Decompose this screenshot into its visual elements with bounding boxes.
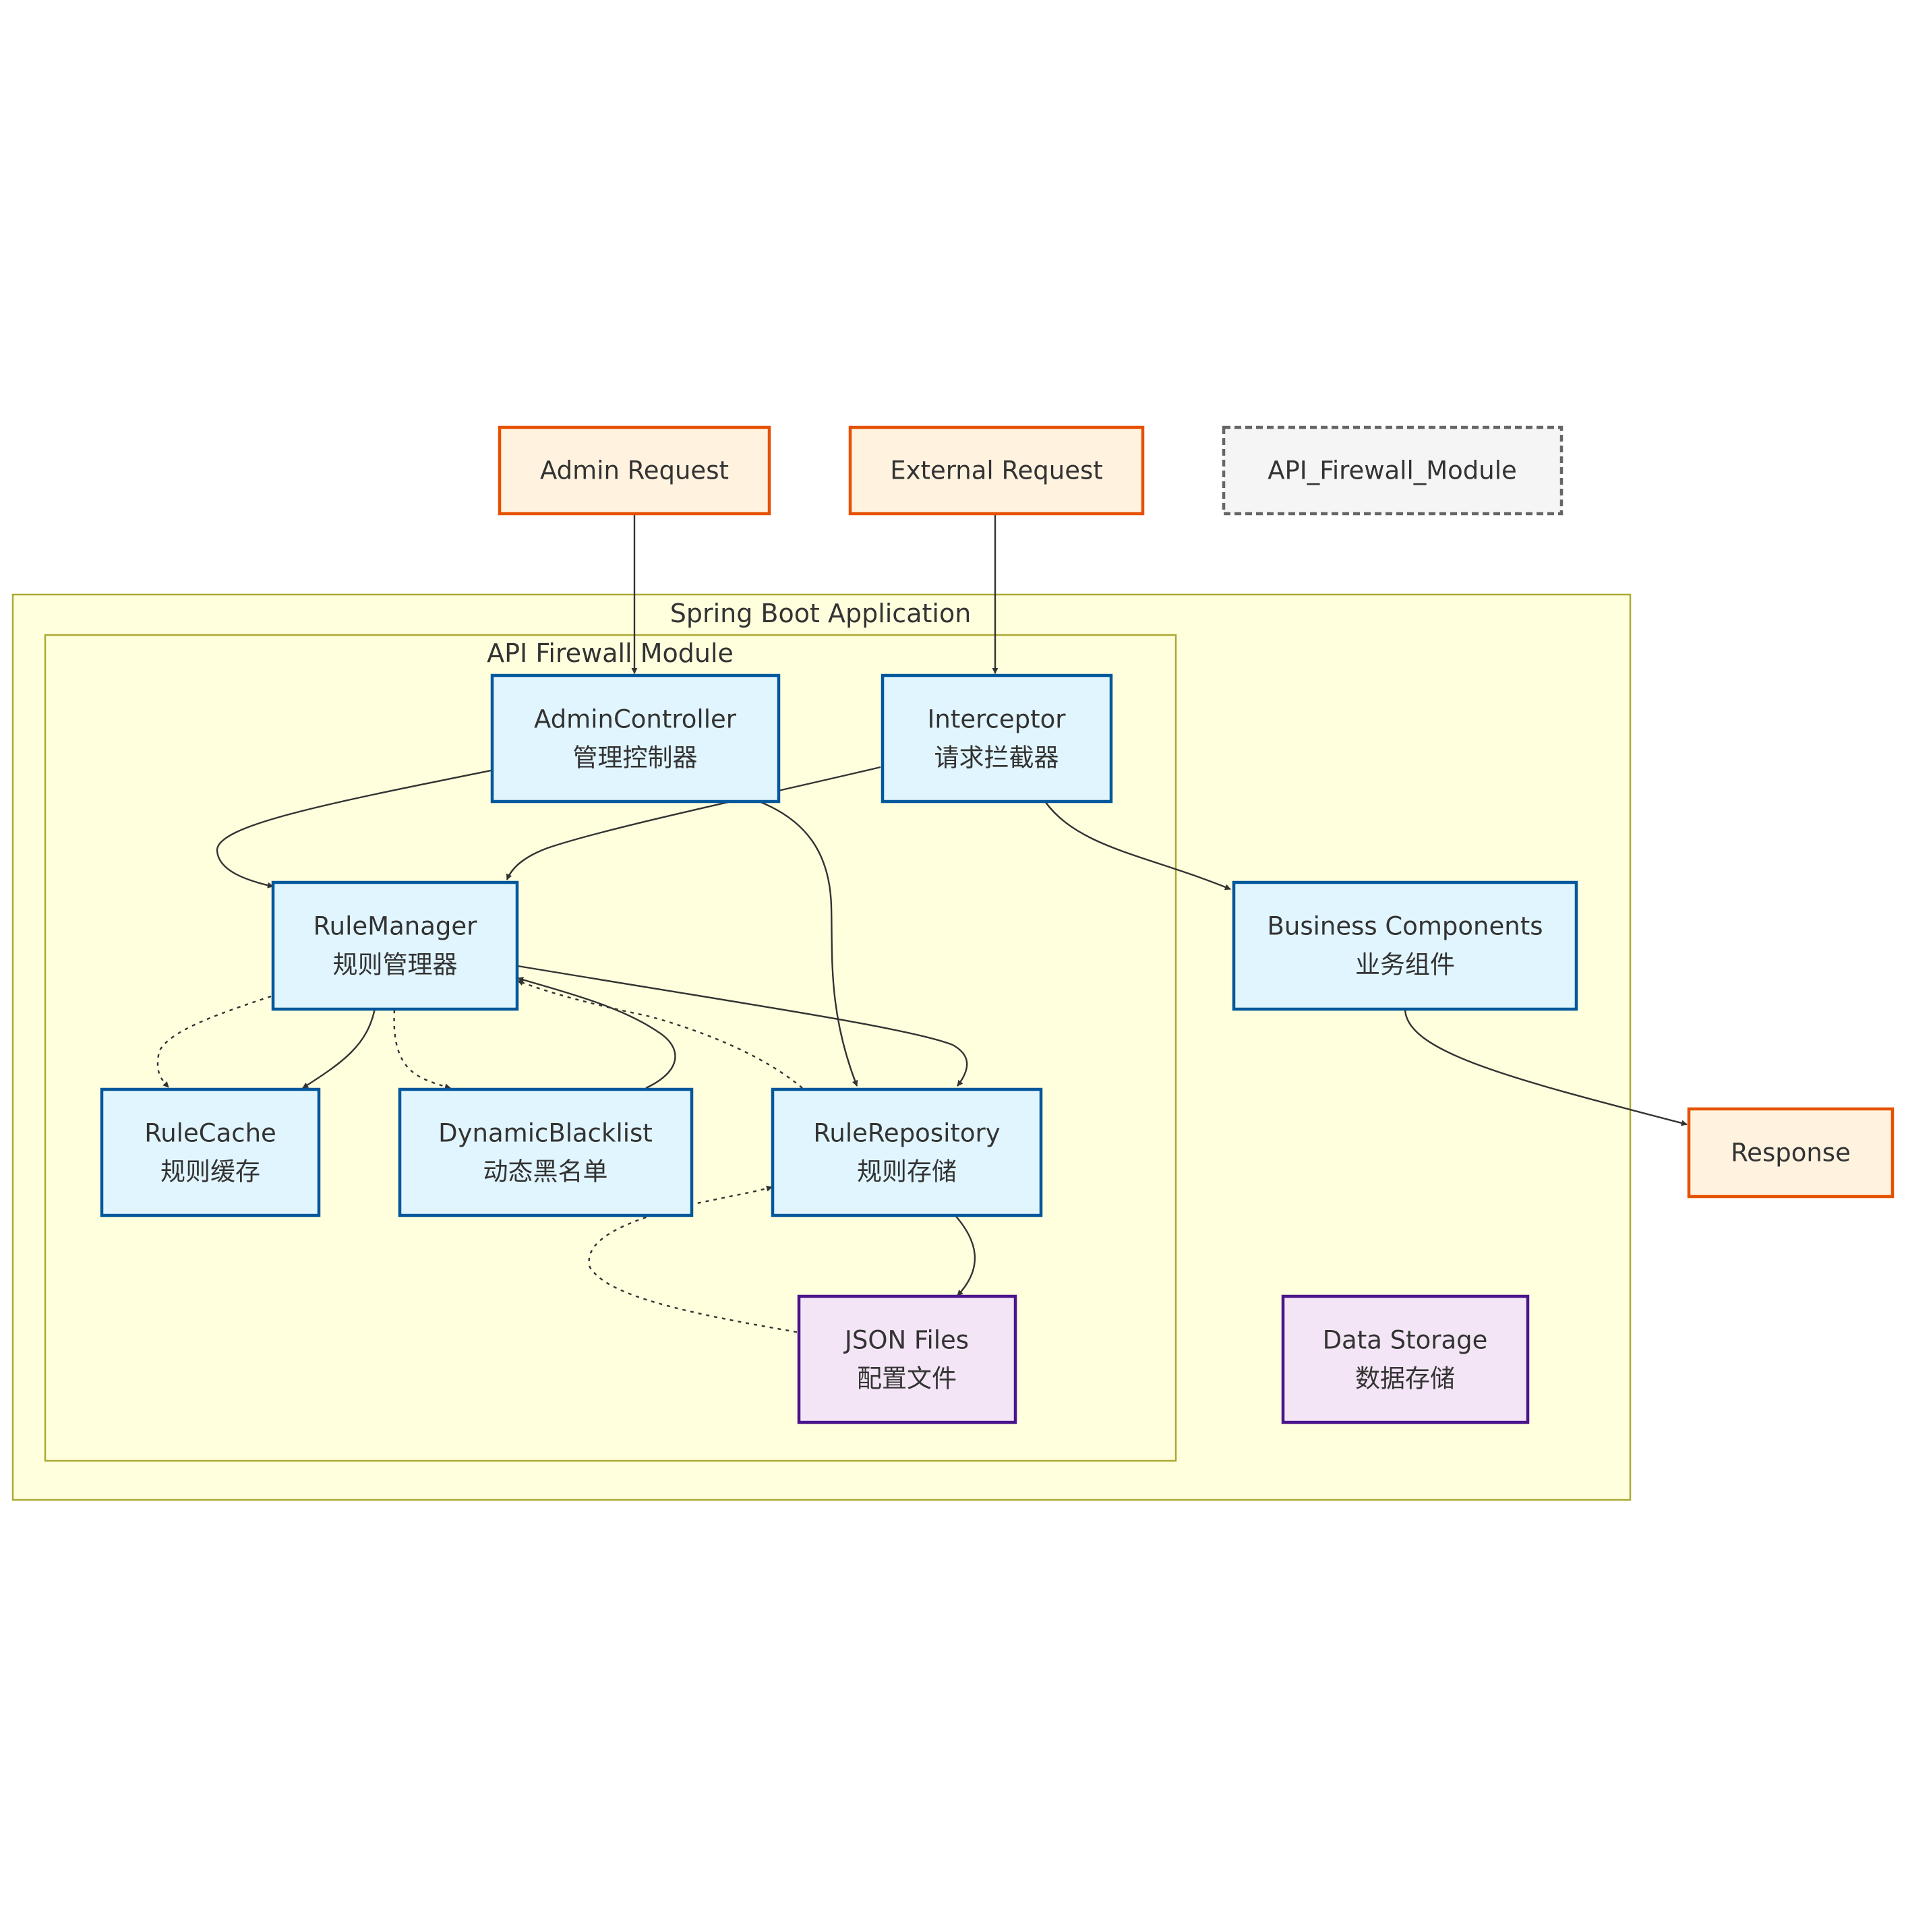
dynamic-blacklist-title: DynamicBlacklist [438, 1119, 653, 1148]
edge-dynamic-blacklist-to-rule-manager [517, 977, 676, 1089]
business-components-title: Business Components [1267, 912, 1543, 941]
interceptor-title: Interceptor [928, 705, 1067, 734]
admin-controller-title: AdminController [534, 705, 737, 734]
dynamic-blacklist-subtitle: 动态黑名单 [483, 1157, 608, 1186]
rule-repository-title: RuleRepository [813, 1119, 1000, 1148]
edge-json-files-to-rule-repository-dotted [588, 1185, 798, 1333]
edge-business-components-to-response [1404, 1008, 1688, 1126]
json-files-subtitle: 配置文件 [857, 1364, 957, 1393]
admin-request-label: Admin Request [540, 456, 729, 485]
rule-manager-node: RuleManager 规则管理器 [271, 880, 519, 1011]
rule-repository-subtitle: 规则存储 [857, 1157, 957, 1186]
admin-controller-node: AdminController 管理控制器 [490, 673, 781, 804]
data-storage-title: Data Storage [1323, 1326, 1488, 1355]
edges [156, 514, 1688, 1333]
business-components-node: Business Components 业务组件 [1232, 880, 1578, 1011]
rule-cache-subtitle: 规则缓存 [160, 1157, 260, 1186]
legend-api-firewall-module-label: API_Firewall_Module [1268, 456, 1517, 485]
edge-interceptor-to-business-components [1044, 801, 1231, 890]
edge-admin-controller-to-rule-repository [755, 799, 858, 1087]
edge-rule-repository-to-rule-manager-dotted [517, 979, 803, 1089]
edge-rule-manager-to-rule-repository [517, 965, 968, 1087]
rule-manager-subtitle: 规则管理器 [333, 950, 458, 979]
cluster-api-firewall-title: API Firewall Module [487, 638, 734, 668]
external-request-label: External Request [890, 456, 1103, 485]
response-label: Response [1731, 1139, 1851, 1168]
business-components-subtitle: 业务组件 [1355, 950, 1455, 979]
rule-repository-node: RuleRepository 规则存储 [771, 1087, 1043, 1217]
edge-admin-controller-to-rule-manager [216, 769, 492, 888]
response-node: Response [1687, 1107, 1895, 1199]
json-files-node: JSON Files 配置文件 [797, 1294, 1017, 1424]
rule-manager-title: RuleManager [314, 912, 478, 941]
external-request-node: External Request [848, 425, 1145, 516]
json-files-title: JSON Files [843, 1326, 969, 1355]
cluster-spring-boot-title: Spring Boot Application [670, 599, 972, 628]
edge-rule-manager-to-rule-cache-dotted [156, 995, 272, 1088]
rule-cache-title: RuleCache [144, 1119, 276, 1148]
admin-request-node: Admin Request [498, 425, 771, 516]
data-storage-node: Data Storage 数据存储 [1281, 1294, 1530, 1424]
edge-rule-manager-to-rule-cache [302, 1008, 376, 1089]
interceptor-node: Interceptor 请求拦截器 [881, 673, 1113, 804]
data-storage-subtitle: 数据存储 [1355, 1364, 1455, 1393]
rule-cache-node: RuleCache 规则缓存 [100, 1087, 321, 1217]
dynamic-blacklist-node: DynamicBlacklist 动态黑名单 [398, 1087, 694, 1217]
edge-interceptor-to-rule-manager [506, 766, 881, 880]
admin-controller-subtitle: 管理控制器 [573, 744, 698, 773]
interceptor-subtitle: 请求拦截器 [934, 744, 1059, 773]
legend-api-firewall-module: API_Firewall_Module [1222, 425, 1563, 516]
edge-rule-repository-to-json-files [953, 1213, 976, 1296]
